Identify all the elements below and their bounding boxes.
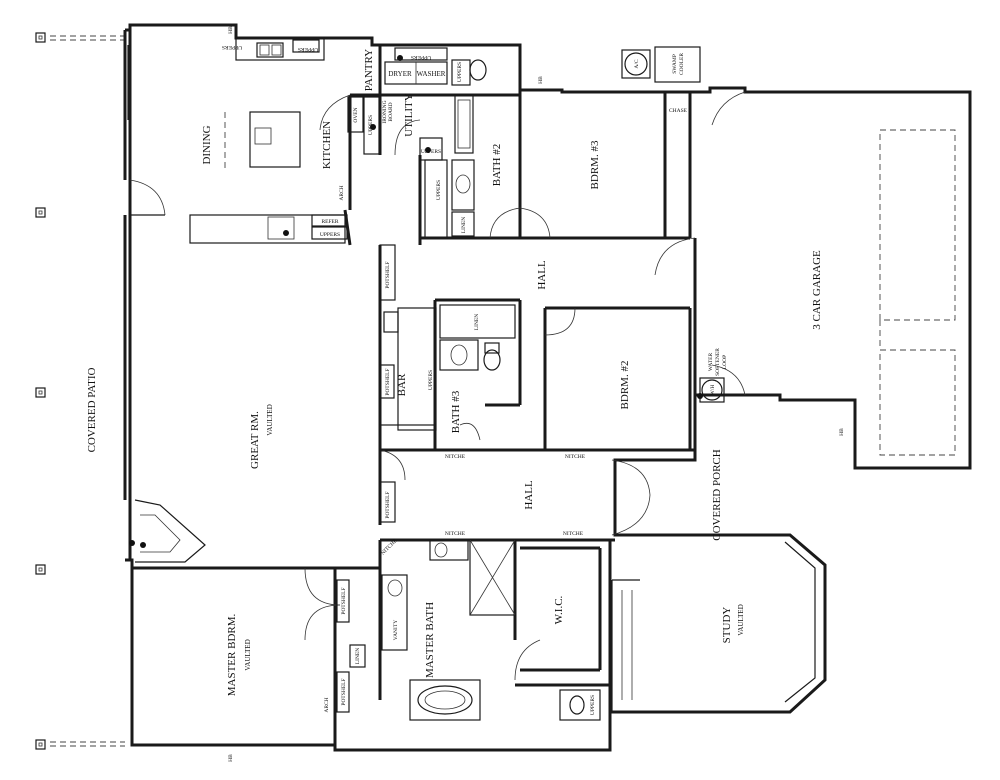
label-hb-top: HB — [228, 26, 234, 34]
label-swamp: SWAMP — [672, 54, 678, 74]
label-chase: CHASE — [669, 108, 688, 114]
fireplace — [134, 499, 206, 563]
label-bdrm3: BDRM. #3 — [589, 140, 601, 189]
label-uppers-kitchen-right: UPPERS — [298, 46, 318, 52]
utility-fixtures — [384, 47, 487, 239]
study-bay — [611, 541, 816, 712]
label-ironing-1: IRONING — [382, 100, 388, 123]
master-fixtures — [336, 539, 601, 721]
label-hb-bottom: HB — [228, 754, 234, 762]
label-ac: A/C — [634, 59, 640, 69]
label-bath3: BATH #3 — [450, 390, 462, 433]
label-vanity: VANITY — [393, 620, 399, 640]
label-uppers-kitchen-bottom: UPPERS — [320, 232, 340, 238]
column-markers — [35, 32, 125, 750]
label-nitche-3: NITCHE — [445, 531, 466, 537]
label-wic: W.I.C. — [553, 595, 565, 624]
label-potshelf-1: POTSHELF — [385, 261, 391, 288]
garage-outlines — [879, 129, 956, 456]
kitchen-cabinets — [189, 37, 380, 244]
label-refer: REFER — [321, 219, 338, 225]
label-garage: 3 CAR GARAGE — [811, 250, 823, 330]
label-pantry: PANTRY — [363, 49, 375, 91]
label-nitche-4: NITCHE — [563, 531, 584, 537]
label-nitche-2: NITCHE — [565, 454, 586, 460]
label-linen-bath3: LINEN — [474, 314, 480, 331]
label-master-bath: MASTER BATH — [424, 602, 436, 678]
label-study-note: VAULTED — [737, 604, 745, 636]
label-wh: W/H — [710, 385, 716, 396]
label-arch-master: ARCH — [324, 697, 330, 712]
label-study: STUDY — [721, 607, 733, 644]
label-arch-kitchen: ARCH — [339, 185, 345, 200]
label-potshelf-4: POTSHELF — [341, 587, 347, 614]
label-master-bdrm: MASTER BDRM. — [226, 613, 238, 696]
label-uppers-bath2-vanity: UPPERS — [436, 180, 442, 200]
label-loop: LOOP — [722, 355, 728, 369]
room-labels: COVERED PATIO DINING KITCHEN GREAT RM. V… — [86, 49, 823, 697]
label-bath2: BATH #2 — [491, 144, 503, 186]
outlet-symbols — [129, 55, 703, 548]
label-potshelf-5: POTSHELF — [341, 678, 347, 705]
label-water: WATER — [708, 353, 714, 372]
label-dining: DINING — [201, 125, 213, 164]
label-covered-patio: COVERED PATIO — [86, 368, 98, 453]
label-master-bdrm-note: VAULTED — [244, 639, 252, 671]
label-linen-master: LINEN — [355, 648, 361, 665]
label-ironing-2: BOARD — [388, 102, 394, 121]
mechanical — [621, 46, 725, 403]
label-linen-bath2: LINEN — [461, 217, 467, 234]
label-dryer: DRYER — [388, 70, 412, 78]
label-uppers-bath2: UPPERS — [457, 62, 463, 82]
label-nitche-1: NITCHE — [445, 454, 466, 460]
label-uppers-utility-2: UPPERS — [421, 149, 441, 155]
label-hall-lower: HALL — [523, 480, 535, 510]
label-utility: UTILITY — [403, 93, 415, 136]
label-uppers-utility: UPPERS — [411, 54, 431, 60]
bar-fixtures — [379, 244, 516, 523]
label-cooler: COOLER — [679, 53, 685, 75]
label-bar: BAR — [396, 373, 408, 396]
label-covered-porch: COVERED PORCH — [711, 449, 723, 540]
label-great-rm-note: VAULTED — [266, 404, 274, 436]
doors — [129, 91, 746, 681]
label-great-rm: GREAT RM. — [249, 411, 261, 469]
label-hb-garage: HB — [839, 428, 845, 436]
label-uppers-bar: UPPERS — [428, 370, 434, 390]
interior-walls — [132, 45, 697, 745]
label-bdrm2: BDRM. #2 — [619, 361, 631, 410]
label-uppers-kitchen-top: UPPERS — [222, 44, 242, 50]
label-hall-upper: HALL — [536, 260, 548, 290]
label-softener: SOFTENER — [715, 348, 721, 376]
label-potshelf-2: POTSHELF — [385, 368, 391, 395]
label-potshelf-3: POTSHELF — [385, 491, 391, 518]
label-kitchen: KITCHEN — [321, 121, 333, 169]
label-washer: WASHER — [417, 70, 446, 78]
label-uppers-master: UPPERS — [590, 695, 596, 715]
label-hb-utility: HB — [538, 76, 544, 84]
label-oven: OVEN — [353, 107, 359, 122]
exterior-walls — [123, 23, 972, 752]
